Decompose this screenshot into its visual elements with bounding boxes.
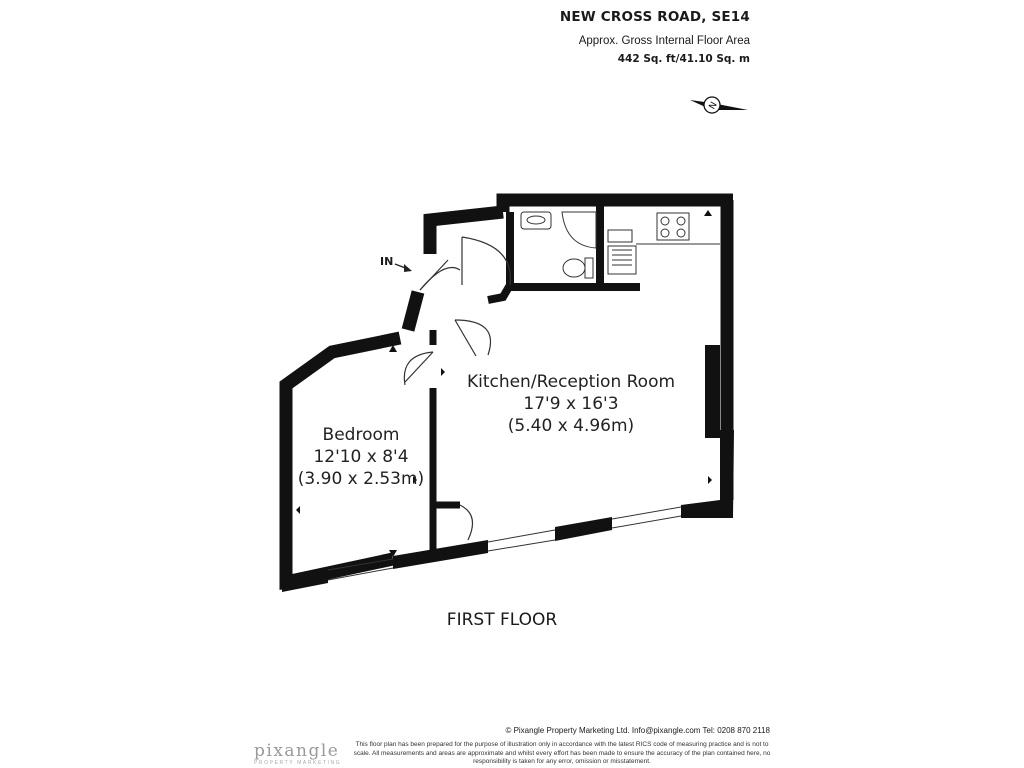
shower-icon bbox=[561, 211, 597, 249]
toilet-cistern-icon bbox=[584, 257, 594, 279]
door-swings bbox=[403, 236, 512, 541]
windows bbox=[327, 506, 682, 581]
bedroom-label: Bedroom 12'10 x 8'4 (3.90 x 2.53m) bbox=[298, 424, 424, 490]
kitchen-label: Kitchen/Reception Room 17'9 x 16'3 (5.40… bbox=[467, 371, 675, 437]
area-value: 442 Sq. ft/41.10 Sq. m bbox=[617, 53, 750, 65]
compass-letter: N bbox=[708, 101, 720, 112]
right-wall-block bbox=[705, 345, 720, 438]
property-address: NEW CROSS ROAD, SE14 bbox=[559, 9, 750, 25]
dimension-markers bbox=[296, 210, 716, 557]
kitchen-imperial: 17'9 x 16'3 bbox=[523, 394, 619, 414]
logo-tagline: PROPERTY MARKETING bbox=[254, 760, 342, 766]
company-logo: pixangle PROPERTY MARKETING bbox=[254, 742, 341, 766]
hob-icon bbox=[656, 212, 690, 241]
sink-icon bbox=[607, 245, 637, 275]
kitchen-fixtures bbox=[607, 212, 720, 275]
area-caption: Approx. Gross Internal Floor Area bbox=[578, 35, 750, 47]
floor-label: FIRST FLOOR bbox=[446, 610, 558, 630]
compass-rose-icon: N bbox=[690, 96, 748, 114]
bottom-wall-right bbox=[555, 517, 612, 541]
bathroom-walls bbox=[487, 206, 640, 304]
bedroom-name: Bedroom bbox=[322, 425, 400, 445]
bottom-wall-mid bbox=[393, 540, 488, 569]
logo-wordmark: pixangle bbox=[254, 741, 340, 761]
bedroom-imperial: 12'10 x 8'4 bbox=[313, 447, 409, 467]
interior-walls bbox=[429, 330, 460, 550]
kitchen-name: Kitchen/Reception Room bbox=[466, 372, 676, 392]
bathroom-fixtures bbox=[520, 211, 633, 279]
copyright-text: © Pixangle Property Marketing Ltd. Info@… bbox=[505, 726, 770, 735]
disclaimer-text: This floor plan has been prepared for th… bbox=[353, 741, 771, 765]
boiler-icon bbox=[607, 229, 633, 243]
toilet-icon bbox=[562, 258, 586, 278]
lower-right-corner bbox=[681, 430, 734, 518]
kitchen-metric: (5.40 x 4.96m) bbox=[507, 416, 635, 436]
bottom-wall-left bbox=[282, 568, 328, 592]
washbasin-icon bbox=[520, 211, 552, 230]
plan-header: NEW CROSS ROAD, SE14 Approx. Gross Inter… bbox=[560, 8, 750, 65]
entrance-label: IN bbox=[380, 255, 394, 268]
entrance-arrow-icon bbox=[394, 263, 412, 272]
bedroom-metric: (3.90 x 2.53m) bbox=[297, 469, 425, 489]
